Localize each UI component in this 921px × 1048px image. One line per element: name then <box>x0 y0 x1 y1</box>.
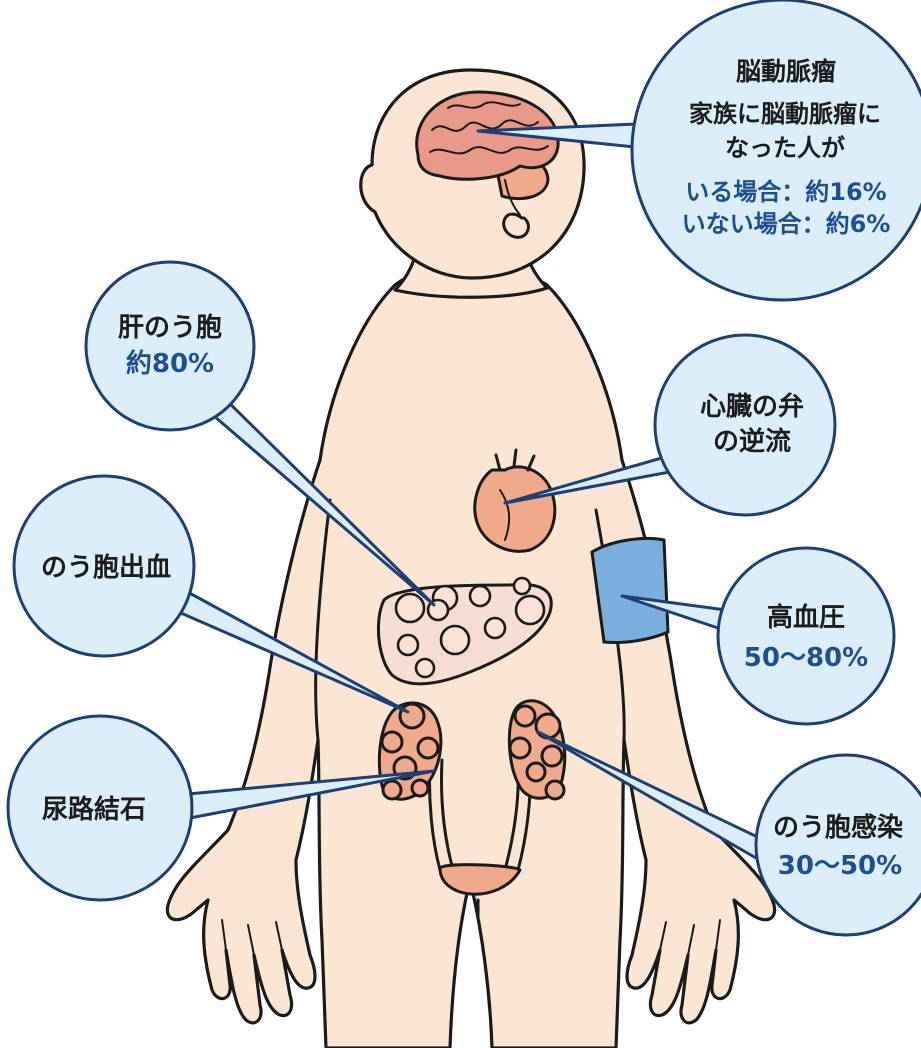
bubble-heart-valve <box>655 335 835 515</box>
callout-heart-valve: 心臓の弁 の逆流 <box>655 335 835 515</box>
liver-cyst <box>516 596 544 624</box>
aneurysm-value1: いる場合：約16% <box>685 178 886 206</box>
kidney-cyst <box>542 746 562 766</box>
cyst-infection-title: のう胞感染 <box>773 812 903 843</box>
hypertension-title: 高血圧 <box>767 602 845 633</box>
kidney-cyst <box>510 738 530 758</box>
cyst-bleeding-title: のう胞出血 <box>41 552 171 583</box>
liver-cyst-value: 約80% <box>126 348 214 379</box>
callout-liver-cyst: 肝のう胞 約80% <box>86 262 254 430</box>
heart-valve-line1: 心臓の弁 <box>700 391 804 422</box>
callout-cyst-infection: のう胞感染 30～50% <box>756 755 921 935</box>
callout-hypertension: 高血圧 50～80% <box>718 548 894 724</box>
callout-cyst-bleeding: のう胞出血 <box>14 476 194 656</box>
liver-cyst <box>514 578 530 594</box>
kidney-cyst <box>383 781 401 799</box>
liver-cyst <box>441 626 469 654</box>
callout-aneurysm: 脳動脈瘤 家族に脳動脈瘤に なった人が いる場合：約16% いない場合：約6% <box>632 0 921 300</box>
kidney-cyst <box>400 704 424 728</box>
heart-valve-line2: の逆流 <box>713 426 791 457</box>
blood-pressure-cuff <box>592 539 668 643</box>
kidney-cyst <box>515 706 535 726</box>
liver-cyst <box>470 586 490 606</box>
aneurysm-line1: 家族に脳動脈瘤に <box>689 100 881 128</box>
bubble-hypertension <box>718 548 894 724</box>
cuff-band <box>592 539 668 643</box>
bubble-cyst-infection <box>756 755 921 935</box>
aneurysm-title: 脳動脈瘤 <box>736 57 836 86</box>
liver-cyst <box>416 659 434 677</box>
aneurysm-line2: なった人が <box>725 134 845 162</box>
liver-cyst <box>398 635 418 655</box>
liver-cyst-title: 肝のう胞 <box>118 312 222 343</box>
bubble-liver-cyst <box>86 262 254 430</box>
hypertension-value: 50～80% <box>744 643 868 673</box>
cyst-infection-value: 30～50% <box>778 851 902 881</box>
kidney-cyst <box>418 738 438 758</box>
kidney-cyst <box>527 763 545 781</box>
heart-shape <box>475 467 555 551</box>
kidney-cyst <box>546 781 564 799</box>
liver-cyst <box>396 594 424 622</box>
callout-urinary-stones: 尿路結石 <box>8 716 192 900</box>
aneurysm-value2: いない場合：約6% <box>682 210 891 238</box>
kidney-cyst <box>412 780 428 796</box>
urinary-stones-title: 尿路結石 <box>42 794 146 825</box>
liver-cyst <box>485 618 505 638</box>
kidney-cyst <box>382 732 402 752</box>
